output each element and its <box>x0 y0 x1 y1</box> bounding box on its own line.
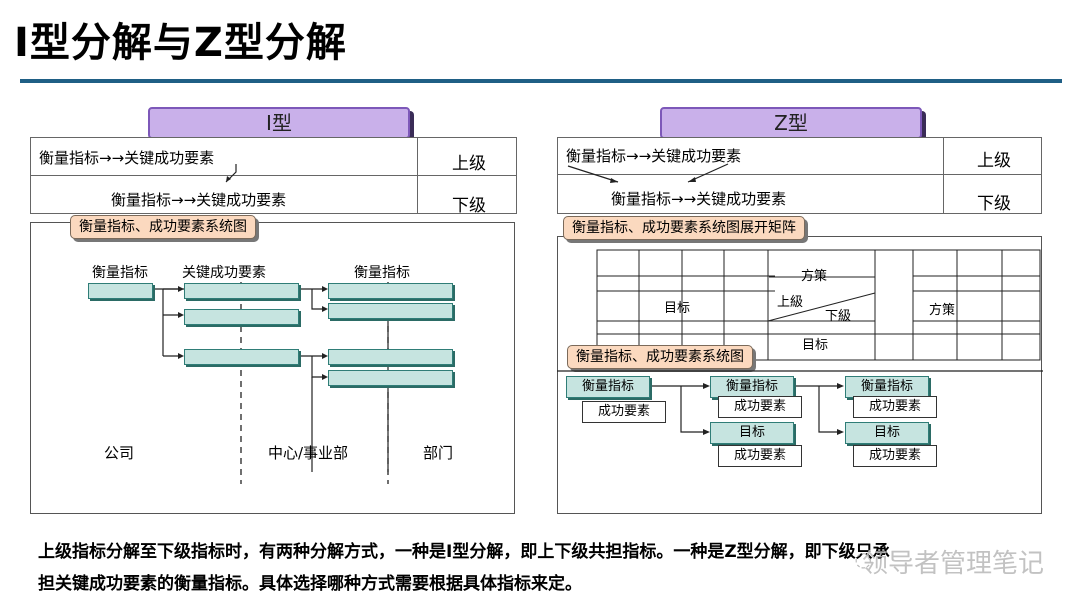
node-root-factor: 成功要素 <box>582 401 666 423</box>
bar-key-factor <box>184 349 299 365</box>
tab-z-type: Z型 <box>660 107 922 139</box>
node-level2-factor: 成功要素 <box>718 396 802 418</box>
page-title: I型分解与Z型分解 <box>14 20 347 66</box>
bar-department-kpi <box>328 349 453 365</box>
node-level3-goal-factor: 成功要素 <box>853 445 937 467</box>
caption-line-2: 担关键成功要素的衡量指标。具体选择哪种方式需要根据具体指标来定。 <box>38 574 582 594</box>
i-type-connectors <box>122 282 389 484</box>
footer-department: 部门 <box>423 444 454 462</box>
lower-kpi-text: 衡量指标→→关键成功要素 <box>111 191 287 209</box>
footer-division: 中心/事业部 <box>268 444 349 462</box>
upper-level-label: 上级 <box>452 154 486 174</box>
upper-kpi-text: 衡量指标→→关键成功要素 <box>39 149 215 167</box>
z-flow-arrows <box>567 163 729 183</box>
lower-level-label: 下级 <box>452 196 486 216</box>
lower-kpi-text: 衡量指标→→关键成功要素 <box>611 190 787 208</box>
table-divider <box>558 174 1041 175</box>
matrix-goal-left: 目标 <box>664 301 691 316</box>
bar-key-factor <box>184 283 299 299</box>
bar-key-factor <box>184 309 299 325</box>
footer-company: 公司 <box>104 444 135 462</box>
flow-arrow <box>225 164 237 183</box>
callout-system-chart: 衡量指标、成功要素系统图 <box>70 215 256 239</box>
upper-kpi-text: 衡量指标→→关键成功要素 <box>566 147 742 165</box>
chat-bubble-icon: ◌ <box>854 547 872 571</box>
bar-department-kpi <box>328 370 453 386</box>
matrix-lower-label: 下級 <box>825 309 852 324</box>
matrix-goal-bottom: 目标 <box>802 338 829 353</box>
title-divider <box>20 79 1062 83</box>
node-level2-goal: 目标 <box>710 422 794 444</box>
bar-department-kpi <box>328 283 453 299</box>
z-tree-connectors <box>557 370 1043 435</box>
i-type-diagram-panel <box>30 222 515 514</box>
callout-expansion-matrix: 衡量指标、成功要素系统图展开矩阵 <box>563 216 805 240</box>
node-level3-kpi: 衡量指标 <box>845 376 929 398</box>
header-kpi-department: 衡量指标 <box>354 265 410 281</box>
node-level3-goal: 目标 <box>845 422 929 444</box>
caption-line-1: 上级指标分解至下级指标时，有两种分解方式，一种是I型分解，即上下级共担指标。一种… <box>38 542 890 562</box>
table-divider <box>31 175 516 176</box>
callout-system-chart: 衡量指标、成功要素系统图 <box>567 345 753 369</box>
matrix-strategy-right: 方策 <box>929 303 956 318</box>
bar-department-kpi <box>328 303 453 319</box>
node-level3-factor: 成功要素 <box>853 396 937 418</box>
table-divider <box>943 138 944 213</box>
i-type-comparison-table: 衡量指标→→关键成功要素 衡量指标→→关键成功要素 上级 下级 <box>30 137 517 216</box>
bar-company-kpi <box>88 283 153 299</box>
node-level2-goal-factor: 成功要素 <box>718 445 802 467</box>
upper-level-label: 上级 <box>977 151 1011 171</box>
matrix-upper-label: 上級 <box>777 295 804 310</box>
expansion-matrix <box>596 249 1041 361</box>
node-level2-kpi: 衡量指标 <box>710 376 794 398</box>
header-key-factors: 关键成功要素 <box>182 265 266 281</box>
watermark: 领导者管理笔记 <box>861 549 1044 579</box>
matrix-top-strategy: 方策 <box>801 269 828 284</box>
z-type-comparison-table: 衡量指标→→关键成功要素 衡量指标→→关键成功要素 上级 下级 <box>557 137 1042 214</box>
node-root-kpi: 衡量指标 <box>566 376 650 398</box>
lower-level-label: 下级 <box>977 194 1011 214</box>
z-type-diagram-panel <box>557 236 1042 514</box>
tab-i-type: I型 <box>148 107 410 139</box>
header-kpi-company: 衡量指标 <box>92 265 148 281</box>
